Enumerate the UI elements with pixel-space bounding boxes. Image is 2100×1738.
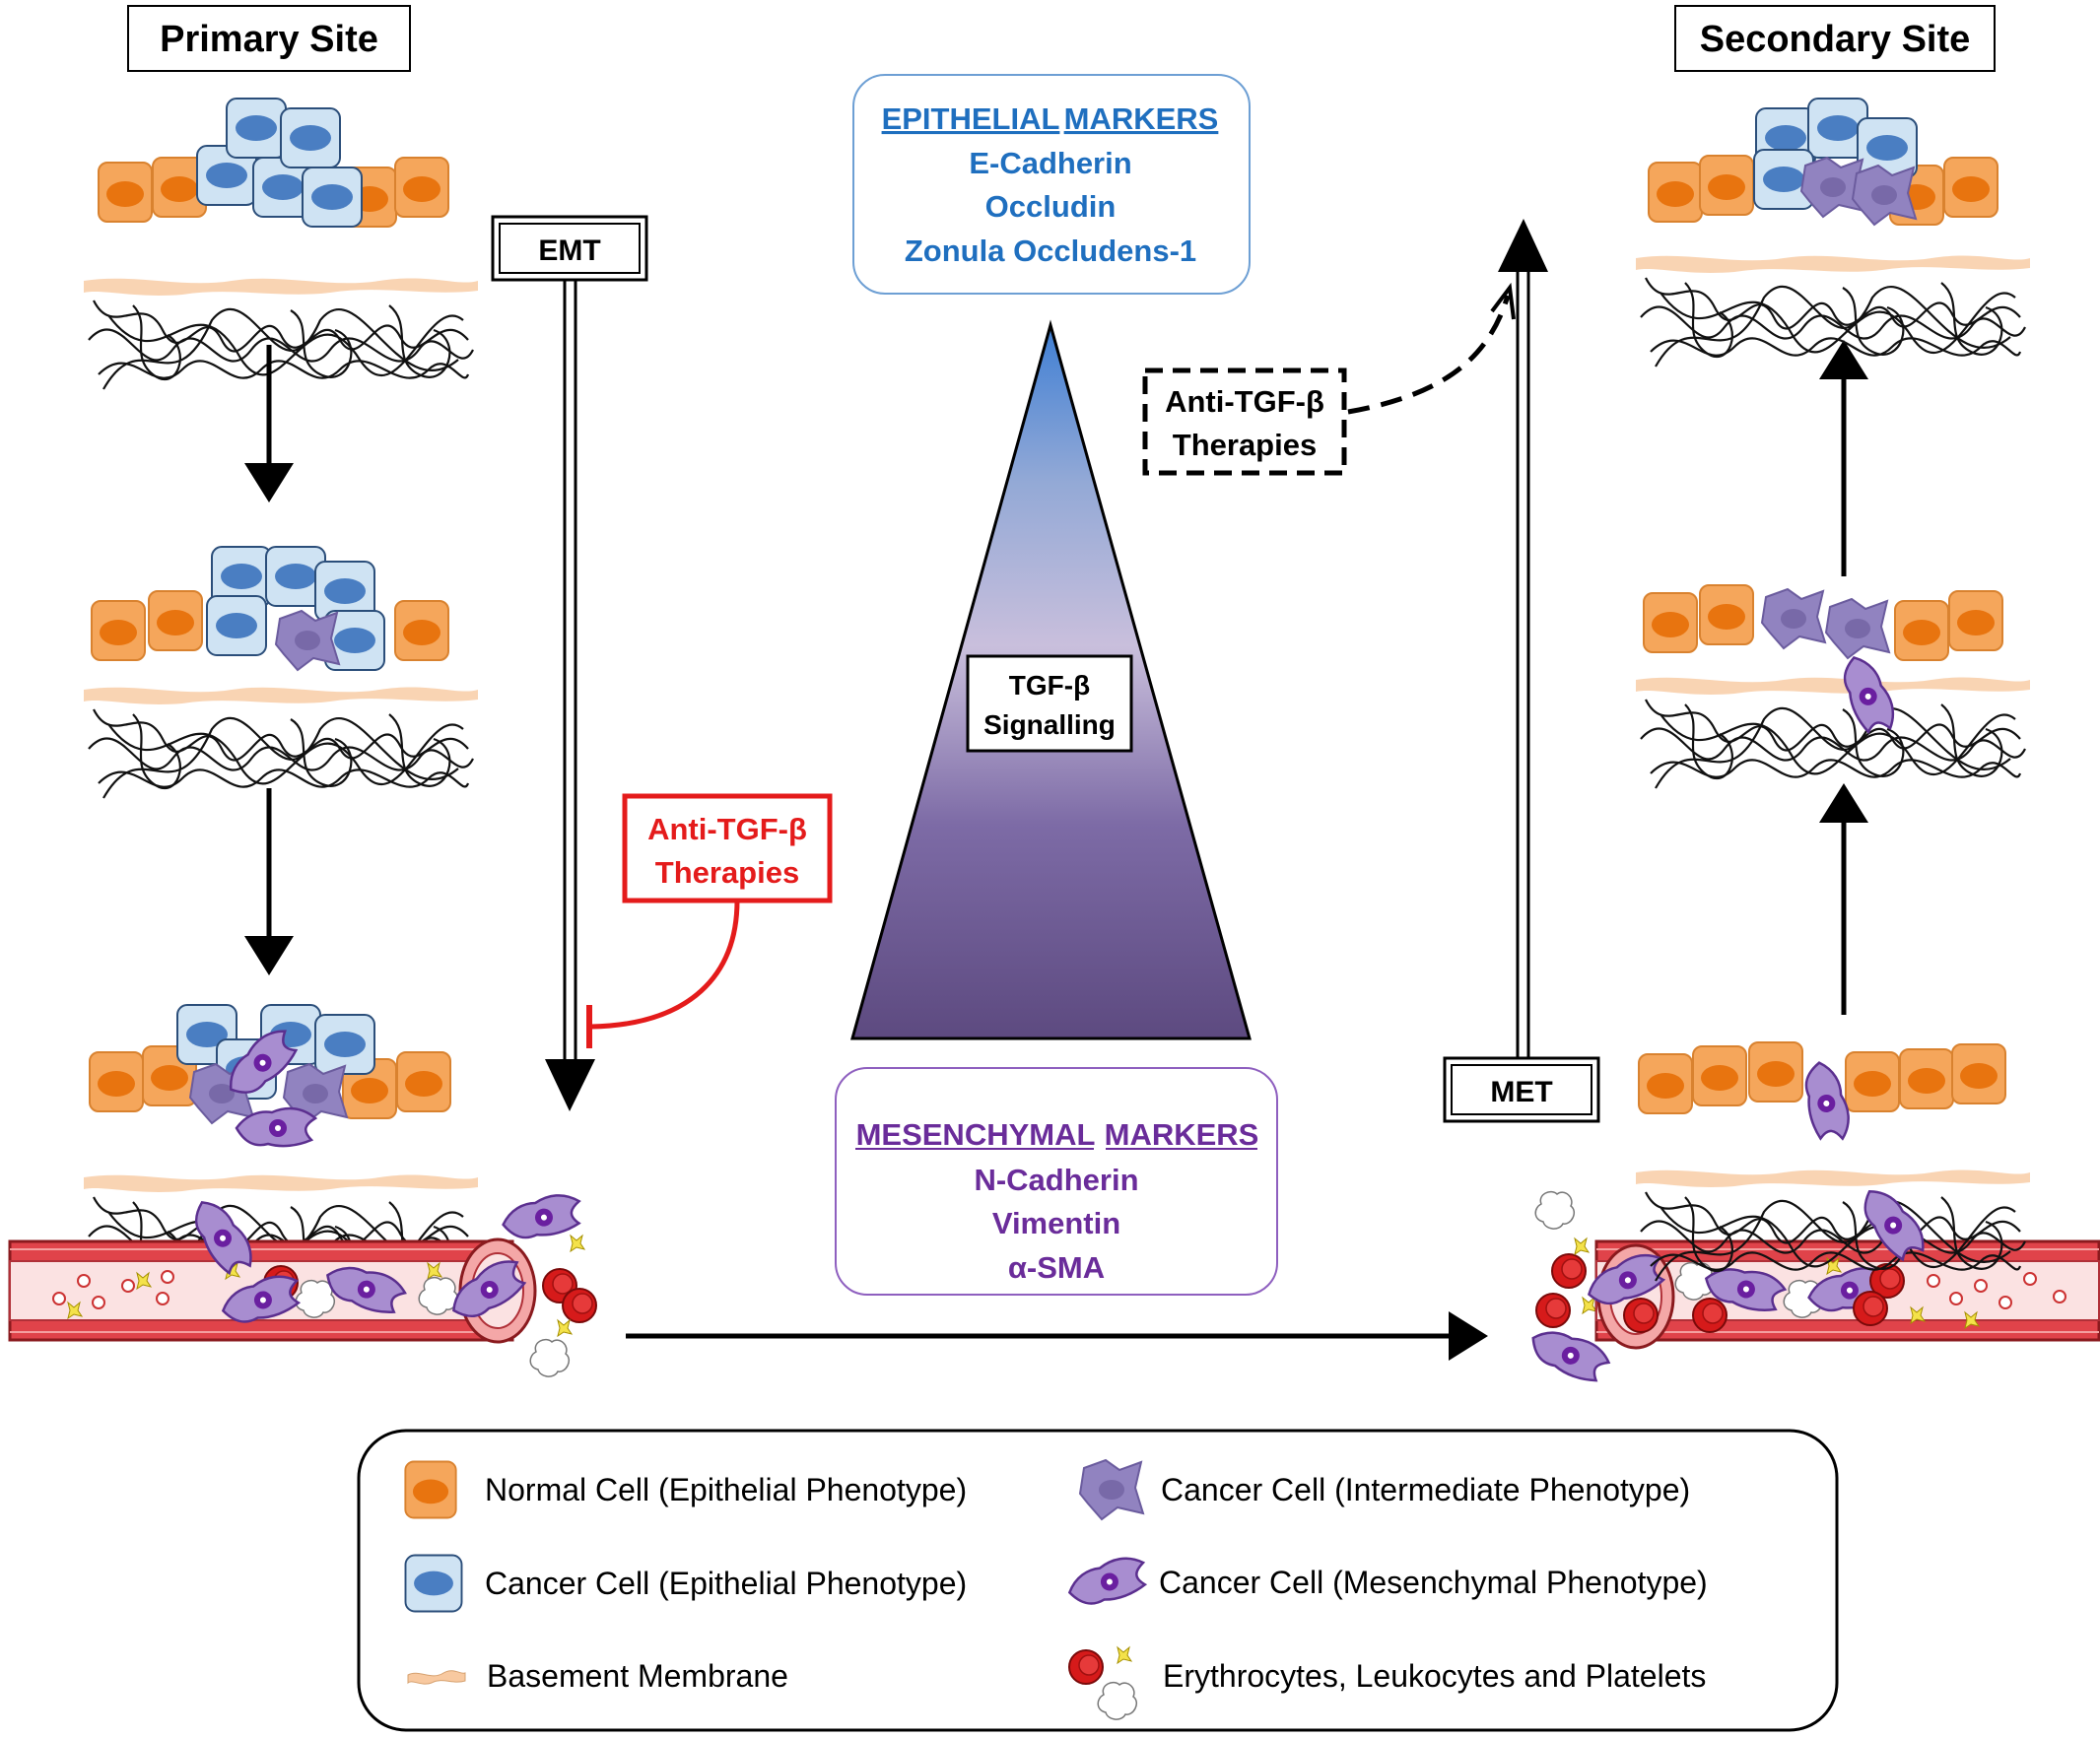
svg-text:Erythrocytes, Leukocytes and P: Erythrocytes, Leukocytes and Platelets bbox=[1163, 1658, 1706, 1694]
svg-text:Therapies: Therapies bbox=[1173, 428, 1317, 462]
svg-text:Normal Cell (Epithelial Phenot: Normal Cell (Epithelial Phenotype) bbox=[485, 1472, 967, 1507]
dashed-promotion-arrow bbox=[1347, 295, 1511, 415]
svg-text:Basement Membrane: Basement Membrane bbox=[487, 1658, 788, 1694]
primary-stage-1-cells bbox=[98, 98, 449, 228]
svg-text:Secondary Site: Secondary Site bbox=[1700, 19, 1971, 60]
tgf-beta-signalling-label: TGF-β Signalling bbox=[966, 654, 1133, 753]
svg-text:Cancer Cell (Mesenchymal Pheno: Cancer Cell (Mesenchymal Phenotype) bbox=[1159, 1565, 1708, 1600]
svg-text:MARKERS: MARKERS bbox=[1064, 101, 1219, 136]
svg-text:TGF-β: TGF-β bbox=[1009, 670, 1090, 701]
secondary-blood-vessel bbox=[1581, 1239, 2100, 1350]
svg-text:Cancer Cell (Intermediate Phen: Cancer Cell (Intermediate Phenotype) bbox=[1161, 1472, 1690, 1507]
primary-stage-1-tissue bbox=[82, 277, 480, 391]
svg-text:E-Cadherin: E-Cadherin bbox=[969, 146, 1131, 180]
svg-text:MARKERS: MARKERS bbox=[1105, 1117, 1259, 1152]
primary-blood-vessel bbox=[8, 1191, 537, 1344]
svg-text:MESENCHYMAL: MESENCHYMAL bbox=[856, 1117, 1096, 1152]
primary-stage-2-cells bbox=[91, 546, 449, 671]
secondary-site-label: Secondary Site bbox=[1674, 5, 1996, 72]
svg-text:Occludin: Occludin bbox=[985, 189, 1117, 224]
svg-text:Anti-TGF-β: Anti-TGF-β bbox=[647, 812, 807, 846]
met-label: MET bbox=[1443, 1056, 1600, 1123]
met-arrow bbox=[1498, 219, 1548, 1059]
epithelial-markers-box: EPITHELIAL MARKERS E-Cadherin Occludin Z… bbox=[852, 74, 1251, 295]
primary-stage-3-cells bbox=[89, 1004, 451, 1148]
svg-text:Primary Site: Primary Site bbox=[160, 19, 378, 60]
legend-cancer-epithelial: Cancer Cell (Epithelial Phenotype) bbox=[404, 1554, 967, 1613]
secondary-stage-c-cells bbox=[1648, 98, 1998, 226]
legend-box: Normal Cell (Epithelial Phenotype) Cance… bbox=[357, 1429, 1839, 1732]
anti-tgf-beta-inhibition-box: Anti-TGF-β Therapies bbox=[622, 793, 833, 903]
svg-text:Zonula Occludens-1: Zonula Occludens-1 bbox=[905, 234, 1196, 268]
svg-text:Cancer Cell (Epithelial Phenot: Cancer Cell (Epithelial Phenotype) bbox=[485, 1566, 967, 1601]
svg-text:EPITHELIAL: EPITHELIAL bbox=[882, 101, 1060, 136]
secondary-stage-b-tissue bbox=[1634, 676, 2032, 790]
dashed-promotion-arrowhead bbox=[1490, 282, 1516, 320]
emt-label: EMT bbox=[491, 215, 648, 282]
svg-text:α-SMA: α-SMA bbox=[1008, 1250, 1105, 1285]
svg-text:Signalling: Signalling bbox=[983, 709, 1116, 740]
legend-blood-cells: Erythrocytes, Leukocytes and Platelets bbox=[1068, 1646, 1706, 1720]
mesenchymal-markers-box: MESENCHYMAL MARKERS N-Cadherin Vimentin … bbox=[835, 1067, 1278, 1296]
emt-arrow bbox=[545, 280, 595, 1111]
legend-cancer-mesenchymal: Cancer Cell (Mesenchymal Phenotype) bbox=[1062, 1552, 1708, 1612]
svg-text:Therapies: Therapies bbox=[655, 855, 799, 890]
svg-text:MET: MET bbox=[1490, 1076, 1552, 1108]
svg-text:Vimentin: Vimentin bbox=[992, 1206, 1120, 1240]
svg-text:EMT: EMT bbox=[538, 234, 600, 267]
legend-normal-cell: Normal Cell (Epithelial Phenotype) bbox=[404, 1460, 967, 1519]
legend-cancer-intermediate: Cancer Cell (Intermediate Phenotype) bbox=[1079, 1459, 1690, 1520]
primary-stage-2-tissue bbox=[82, 686, 480, 800]
secondary-stage-c-tissue bbox=[1634, 254, 2032, 368]
anti-tgf-beta-dashed-box: Anti-TGF-β Therapies bbox=[1142, 368, 1347, 476]
svg-text:N-Cadherin: N-Cadherin bbox=[974, 1163, 1138, 1197]
svg-text:Anti-TGF-β: Anti-TGF-β bbox=[1165, 384, 1324, 419]
primary-site-label: Primary Site bbox=[127, 5, 411, 72]
inhibition-connector bbox=[590, 900, 740, 1030]
legend-basement-membrane: Basement Membrane bbox=[407, 1658, 788, 1694]
